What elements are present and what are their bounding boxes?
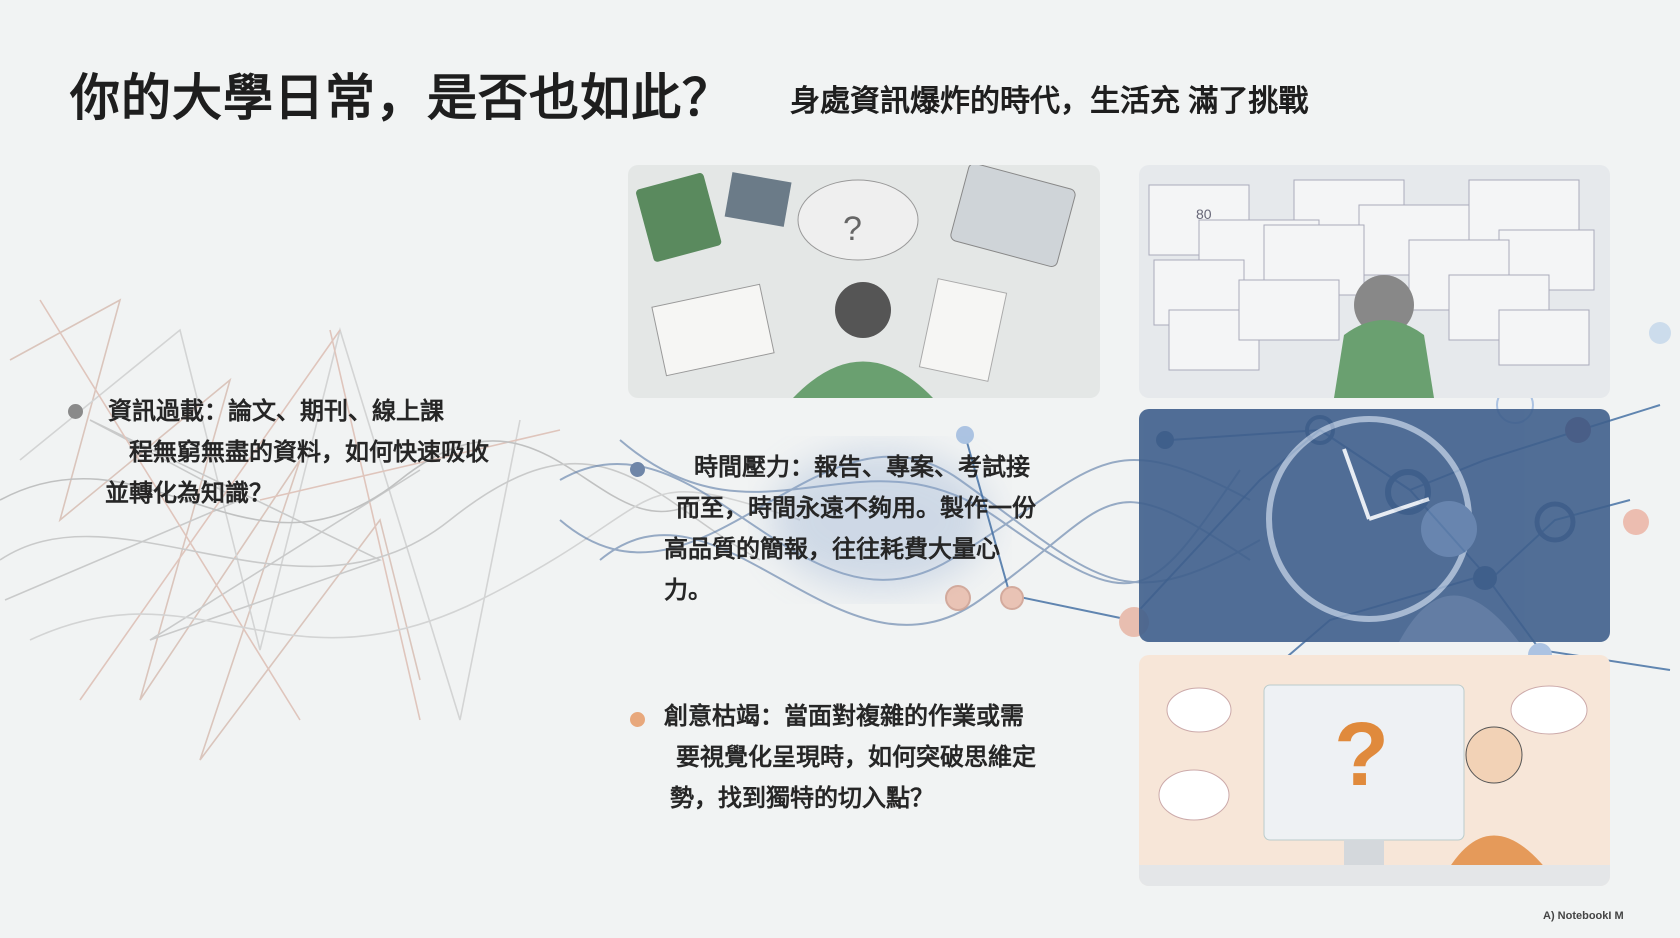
bullet-line: 高品質的簡報，往往耗費大量心 bbox=[664, 536, 1000, 563]
illustration-overwhelmed-student: ? bbox=[628, 165, 1100, 398]
question-student-illustration: ? bbox=[1139, 684, 1610, 886]
illustration-many-windows: 80 bbox=[1139, 165, 1610, 398]
bullet-line: 勢，找到獨特的切入點？ bbox=[670, 785, 934, 812]
bullet-dot-time-pressure bbox=[630, 462, 645, 477]
page-subtitle: 身處資訊爆炸的時代，生活充 滿了挑戰 bbox=[790, 85, 1309, 118]
bullet-dot-creative-block bbox=[630, 712, 645, 727]
clock-illustration bbox=[1266, 416, 1519, 642]
chaotic-lines-decoration bbox=[0, 298, 801, 761]
window-label: 80 bbox=[1196, 206, 1212, 222]
bullet-time-pressure: 時間壓力：報告、專案、考試接 而至，時間永遠不夠用。製作一份 高品質的簡報，往往… bbox=[664, 447, 1036, 611]
bullet-line: 時間壓力：報告、專案、考試接 bbox=[694, 454, 1030, 481]
bullet-line: 力。 bbox=[664, 577, 712, 604]
bullet-info-overload: 資訊過載：論文、期刊、線上課 程無窮無盡的資料，如何快速吸收 並轉化為知識？ bbox=[105, 391, 489, 514]
student-books-illustration: ? bbox=[636, 165, 1076, 398]
illustration-clock-network bbox=[1139, 409, 1610, 642]
bullet-line: 並轉化為知識？ bbox=[105, 480, 273, 507]
bullet-line: 而至，時間永遠不夠用。製作一份 bbox=[676, 495, 1036, 522]
bullet-creative-block: 創意枯竭：當面對複雜的作業或需 要視覺化呈現時，如何突破思維定 勢，找到獨特的切… bbox=[664, 696, 1036, 819]
bullet-line: 創意枯竭：當面對複雜的作業或需 bbox=[664, 703, 1024, 730]
bullet-line: 要視覺化呈現時，如何突破思維定 bbox=[676, 744, 1036, 771]
bullet-dot-info-overload bbox=[68, 404, 83, 419]
watermark: A) NotebookI M bbox=[1543, 910, 1624, 922]
bullet-line: 程無窮無盡的資料，如何快速吸收 bbox=[129, 439, 489, 466]
windows-illustration: 80 bbox=[1148, 179, 1595, 398]
bullet-line: 資訊過載：論文、期刊、線上課 bbox=[108, 398, 444, 425]
page-title: 你的大學日常，是否也如此？ bbox=[70, 70, 733, 126]
illustration-creative-block: ? bbox=[1139, 655, 1610, 886]
question-marks-icon: ? bbox=[843, 210, 862, 248]
question-mark-icon: ? bbox=[1334, 705, 1389, 805]
glow-decoration bbox=[770, 450, 990, 590]
